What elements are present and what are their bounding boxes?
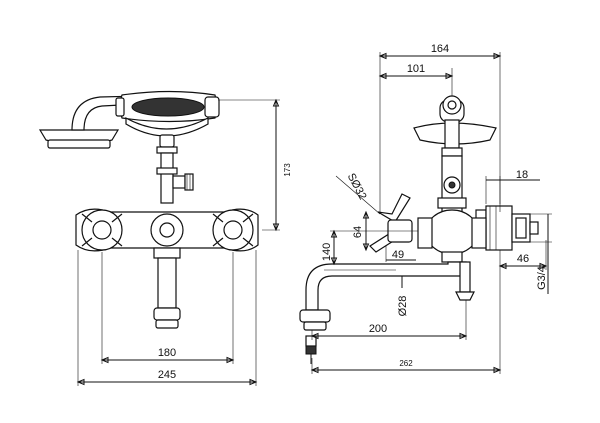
side-view: 164 101 18 46 G3/4 SØ32 — [299, 43, 552, 374]
side-dimensions: 164 101 18 46 G3/4 SØ32 — [310, 43, 552, 374]
mixer-body — [75, 208, 259, 252]
dim-46: 46 — [517, 253, 529, 265]
dim-200: 200 — [369, 323, 387, 335]
dim-49: 49 — [392, 249, 404, 261]
dim-64: 64 — [352, 226, 364, 238]
dim-g34: G3/4 — [536, 266, 548, 290]
dim-180: 180 — [158, 347, 176, 359]
dim-262: 262 — [399, 359, 413, 368]
dim-173: 173 — [283, 163, 292, 177]
cradle-post — [156, 134, 194, 204]
spout-side — [299, 261, 475, 364]
cross-handle-side — [364, 193, 418, 253]
dim-18: 18 — [516, 169, 528, 181]
dim-164: 164 — [431, 43, 449, 55]
mixer-body-side — [417, 209, 487, 263]
front-dimensions: 180 245 173 — [76, 98, 292, 386]
cradle-post-side — [437, 155, 467, 217]
spout-front — [153, 247, 181, 329]
dim-140: 140 — [321, 243, 333, 261]
dim-245: 245 — [158, 369, 176, 381]
hand-shower — [38, 90, 220, 149]
dim-101: 101 — [407, 63, 425, 75]
front-view: 180 245 173 — [38, 90, 292, 386]
dim-o28: Ø28 — [397, 296, 409, 317]
hand-shower-side — [413, 95, 497, 157]
